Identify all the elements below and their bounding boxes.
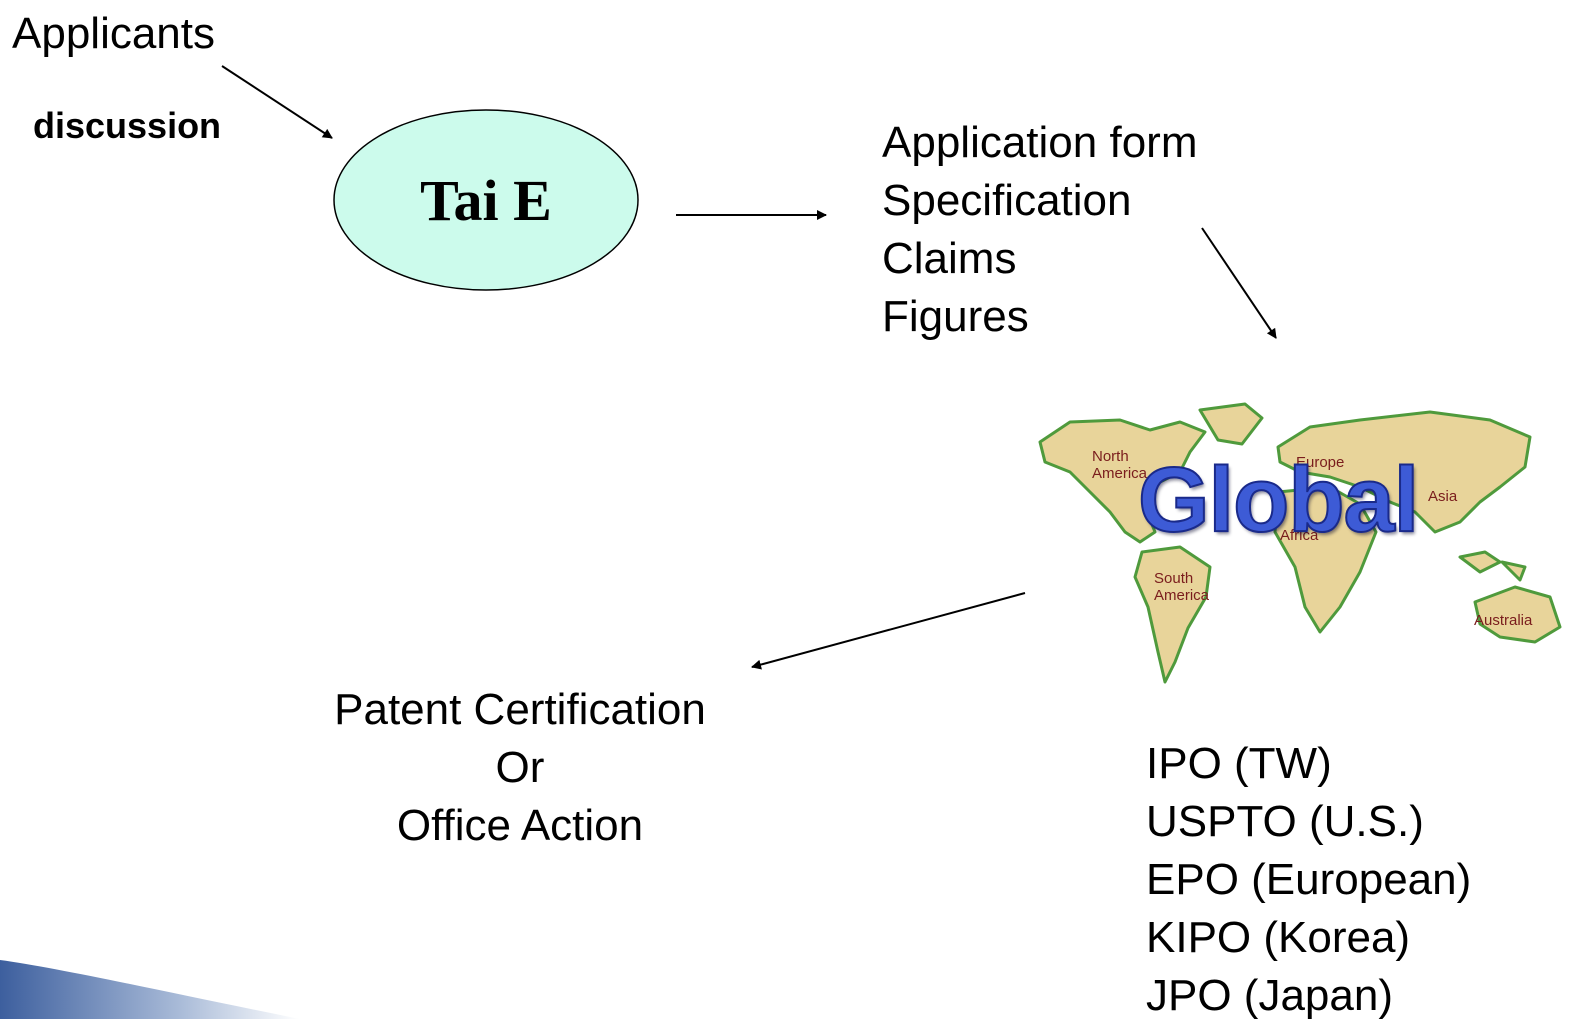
asia-label: Asia bbox=[1428, 488, 1458, 505]
north-america-label: North America bbox=[1092, 448, 1148, 482]
australia-label: Australia bbox=[1474, 612, 1533, 629]
slide-corner-decoration bbox=[0, 960, 300, 1019]
world-map: North America Europe Asia Africa South A… bbox=[1030, 392, 1570, 692]
south-america-label: South America bbox=[1154, 570, 1210, 604]
applicants-label: Applicants bbox=[12, 9, 216, 58]
tai-e-node bbox=[333, 109, 639, 291]
office-item: EPO (European) bbox=[1146, 855, 1472, 904]
arrow-global-to-result bbox=[751, 592, 1026, 670]
document-item: Specification bbox=[882, 176, 1132, 225]
document-item: Claims bbox=[882, 234, 1017, 283]
result-line: Office Action bbox=[396, 801, 644, 850]
office-list: IPO (TW) USPTO (U.S.) EPO (European) KIP… bbox=[1146, 735, 1471, 1025]
result-block: Patent Certification Or Office Action bbox=[300, 681, 740, 855]
office-item: USPTO (U.S.) bbox=[1146, 797, 1424, 846]
tai-e-label: Tai E bbox=[420, 167, 552, 233]
document-item: Application form bbox=[882, 118, 1198, 167]
office-item: JPO (Japan) bbox=[1146, 971, 1393, 1020]
document-list: Application form Specification Claims Fi… bbox=[882, 114, 1197, 346]
document-item: Figures bbox=[882, 292, 1029, 341]
arrow-documents-to-global bbox=[1201, 227, 1277, 339]
world-map-graphic bbox=[1038, 402, 1562, 684]
office-item: IPO (TW) bbox=[1146, 739, 1332, 788]
result-line: Or bbox=[495, 743, 545, 792]
office-item: KIPO (Korea) bbox=[1146, 913, 1411, 962]
result-line: Patent Certification bbox=[334, 685, 706, 734]
europe-label: Europe bbox=[1296, 454, 1345, 471]
discussion-label: discussion bbox=[33, 105, 222, 146]
arrow-applicants-to-taie bbox=[221, 65, 333, 139]
africa-label: Africa bbox=[1280, 527, 1319, 544]
global-title: Global bbox=[1137, 448, 1420, 552]
